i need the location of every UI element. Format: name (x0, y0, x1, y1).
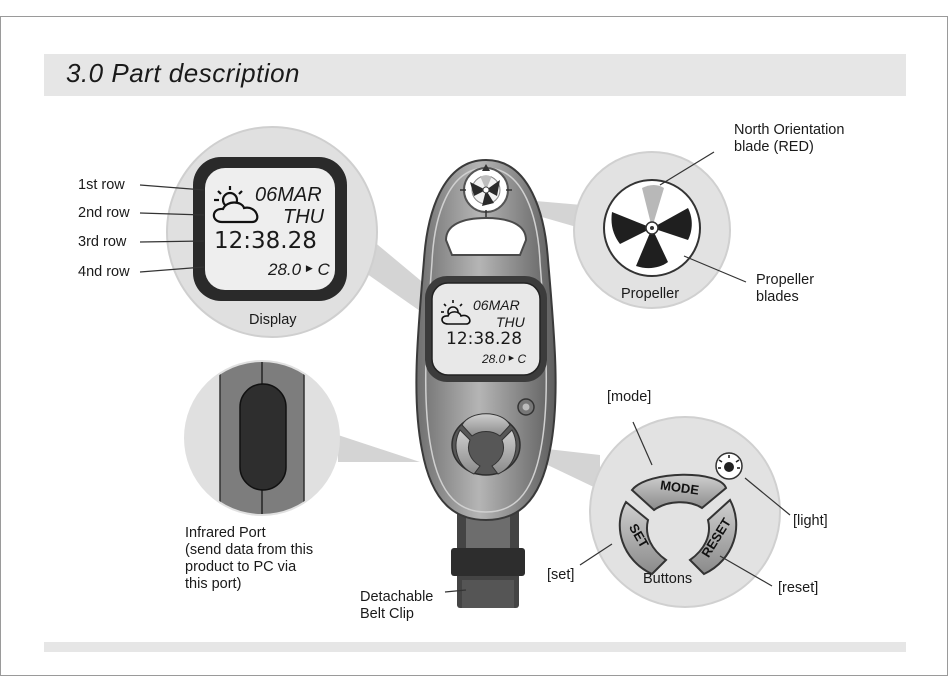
infrared-line-2: (send data from this (185, 542, 314, 558)
infrared-port (239, 383, 287, 491)
propeller-blades-line-2: blades (756, 289, 799, 305)
footer-band (44, 642, 906, 652)
light-button[interactable] (715, 452, 743, 480)
belt-clip-label: Detachable Belt Clip (360, 589, 433, 623)
display-magnifier (166, 126, 378, 338)
belt-clip-line-1: Detachable (360, 589, 434, 605)
display-temperature-unit: C (317, 260, 330, 279)
display-day: THU (283, 206, 325, 228)
infrared-line-4: this port) (185, 576, 242, 592)
belt-clip-line-2: Belt Clip (360, 606, 414, 622)
display-time: 12:38.28 (214, 228, 317, 254)
north-orientation-line-2: blade (RED) (734, 139, 814, 155)
infrared-callout-wedge (338, 435, 420, 462)
infrared-magnifier (184, 360, 340, 516)
infrared-line-3: product to PC via (185, 559, 297, 575)
page-title: 3.0 Part description (66, 58, 301, 88)
north-orientation-blade (642, 185, 664, 228)
weather-device (415, 158, 557, 608)
unit-indicator-icon: ▶ (305, 263, 313, 273)
display-caption: Display (249, 312, 297, 328)
leader-lines (139, 151, 791, 593)
north-orientation-label: North Orientation blade (RED) (734, 122, 844, 156)
display-date: 06MAR (255, 184, 322, 206)
row-label-1: 1st row (78, 177, 125, 193)
device-temperature: 28.0 ▶ C (482, 352, 526, 366)
propeller-blades-label: Propeller blades (756, 272, 814, 306)
mode-button-label: MODE (659, 477, 700, 497)
set-label: [set] (547, 567, 575, 583)
display-weather-icon (212, 186, 259, 224)
device-temperature-unit: C (517, 352, 527, 366)
device-day: THU (496, 314, 525, 330)
device-unit-indicator-icon: ▶ (508, 355, 515, 362)
propeller-caption: Propeller (621, 286, 680, 302)
reset-button[interactable] (688, 498, 738, 576)
north-orientation-line-1: North Orientation (734, 122, 845, 138)
device-weather-icon (441, 300, 471, 325)
mode-button[interactable] (630, 473, 728, 512)
propeller-magnifier (573, 151, 731, 309)
infrared-line-1: Infrared Port (185, 525, 266, 541)
device-time: 12:38.28 (446, 329, 523, 349)
header-band (44, 54, 906, 96)
display-temperature-value: 28.0 (268, 260, 302, 279)
row-label-3: 3rd row (78, 234, 127, 250)
set-button[interactable] (618, 500, 668, 576)
propeller-blades-icon (611, 208, 692, 269)
mode-label: [mode] (607, 389, 652, 405)
buttons-caption: Buttons (643, 571, 693, 587)
row-label-4: 4nd row (78, 264, 130, 280)
device-date: 06MAR (473, 297, 520, 313)
reset-label: [reset] (778, 580, 819, 596)
device-temperature-value: 28.0 (482, 352, 506, 366)
display-temperature: 28.0 ▶ C (268, 258, 330, 280)
light-label: [light] (793, 513, 828, 529)
buttons-magnifier: MODE SET RESET (589, 416, 781, 608)
row-label-2: 2nd row (78, 205, 130, 221)
infrared-port-label: Infrared Port (send data from this produ… (185, 525, 313, 593)
page-border (0, 16, 948, 676)
propeller-blades-line-1: Propeller (756, 272, 815, 288)
